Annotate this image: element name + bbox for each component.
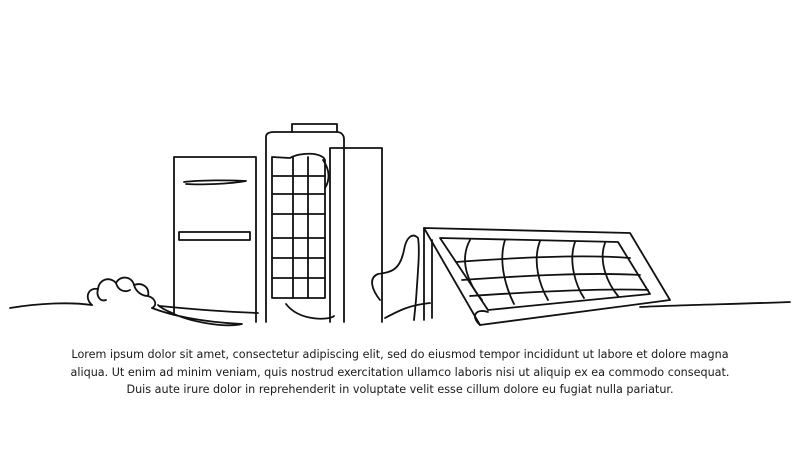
line-art-illustration bbox=[9, 123, 791, 327]
cable-line bbox=[371, 234, 420, 321]
bush-icon bbox=[86, 276, 243, 327]
solar-panel-icon bbox=[423, 227, 671, 326]
storage-unit-center-icon bbox=[265, 123, 345, 323]
caption-text: Lorem ipsum dolor sit amet, consectetur … bbox=[70, 348, 730, 396]
ground-line bbox=[9, 301, 791, 319]
storage-unit-left-icon bbox=[173, 156, 257, 323]
storage-unit-right-icon bbox=[329, 147, 383, 323]
